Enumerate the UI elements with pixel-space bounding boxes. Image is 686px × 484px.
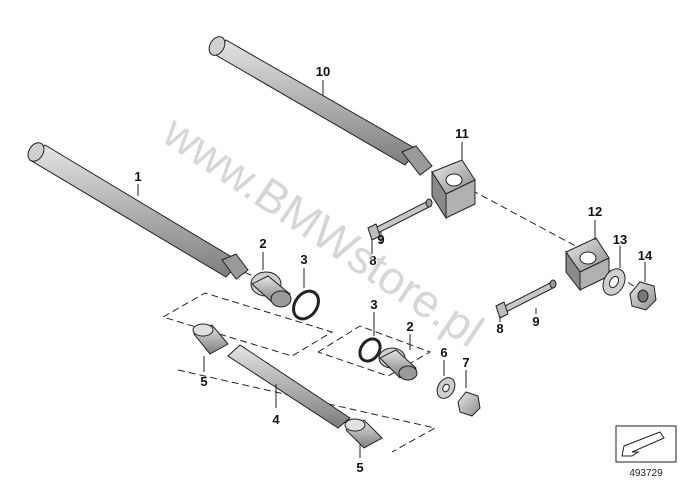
- callout-9-upper: 9: [377, 232, 384, 247]
- callout-8-lower: 8: [496, 321, 503, 336]
- pin-8-upper: [367, 223, 381, 241]
- callout-6: 6: [440, 345, 447, 360]
- callout-2-left: 2: [259, 236, 266, 251]
- washer-6: [436, 377, 456, 399]
- nut-14: [629, 281, 657, 311]
- ring-3-right: [358, 337, 382, 363]
- leader-lines: [137, 80, 646, 458]
- ring-3-left: [292, 289, 320, 321]
- assembly-lines: [162, 184, 641, 453]
- callout-12: 12: [588, 204, 602, 219]
- bushing-2-left: [250, 271, 292, 308]
- bolt-9-lower: [502, 279, 557, 313]
- reference-box: 493729: [615, 425, 677, 479]
- reference-number: 493729: [629, 468, 663, 479]
- callout-2-right: 2: [406, 319, 413, 334]
- callout-4: 4: [272, 412, 280, 427]
- bracket-12: [565, 237, 610, 292]
- washer-13: [602, 268, 626, 296]
- callout-3-right: 3: [370, 297, 377, 312]
- callout-5-upper: 5: [200, 374, 207, 389]
- callout-8-upper: 8: [369, 253, 376, 268]
- sleeve-5-lower: [344, 418, 383, 449]
- arrow-icon: [621, 431, 665, 457]
- callout-3-left: 3: [300, 252, 307, 267]
- callout-13: 13: [613, 232, 627, 247]
- callout-11: 11: [455, 126, 469, 141]
- callout-5-lower: 5: [356, 460, 363, 475]
- callout-10: 10: [316, 64, 330, 79]
- watermark: www.BMWstore.pl: [154, 105, 493, 357]
- bolt-9-upper: [374, 198, 433, 234]
- axle-tube-1: [27, 142, 249, 280]
- sleeve-5-upper: [192, 323, 229, 355]
- axle-tube-10: [208, 36, 433, 176]
- callout-1: 1: [134, 169, 141, 184]
- callout-9-lower: 9: [532, 314, 539, 329]
- callout-14: 14: [638, 248, 653, 263]
- bracket-11: [431, 159, 476, 220]
- callout-7: 7: [462, 355, 469, 370]
- bushing-2-right: [378, 347, 418, 381]
- callouts: 10 1 2 3 11 9 8 12 13 14 9 8 3 2 6 7 5 4…: [134, 64, 653, 475]
- nut-7: [457, 391, 481, 417]
- pin-8-lower: [495, 301, 509, 319]
- spacer-tube-4: [227, 344, 351, 429]
